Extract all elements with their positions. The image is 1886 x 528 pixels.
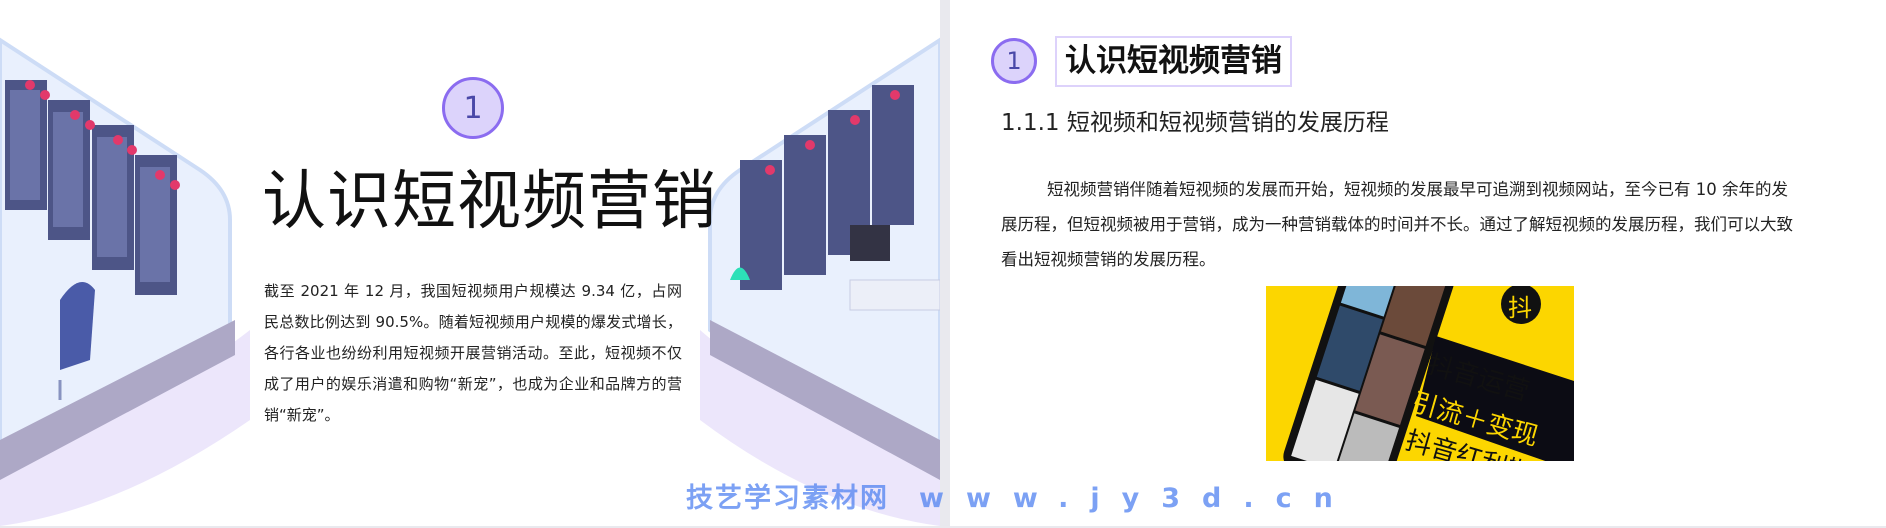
slide-1[interactable]: 1 认识短视频营销 截至 2021 年 12 月，我国短视频用户规模达 9.34… <box>0 0 940 526</box>
watermark-url: www.jy3d.cn <box>919 483 1355 514</box>
section-number-badge: 1 <box>991 38 1037 84</box>
server-room-illustration-right <box>700 37 940 526</box>
body-paragraph: 短视频营销伴随着短视频的发展而开始，短视频的发展最早可追溯到视频网站，至今已有 … <box>1001 180 1793 269</box>
subsection-heading: 1.1.1 短视频和短视频营销的发展历程 <box>1001 110 1389 136</box>
section-title: 认识短视频营销 <box>1055 36 1292 87</box>
douyin-logo-badge: 抖 <box>1508 294 1532 322</box>
douyin-promo-image: 抖 抖音运营 引流＋变现 抖音红利期 <box>1266 286 1574 461</box>
watermark-name: 技艺学习素材网 <box>686 483 889 514</box>
intro-paragraph: 截至 2021 年 12 月，我国短视频用户规模达 9.34 亿，占网民总数比例… <box>264 282 682 424</box>
slide-title: 认识短视频营销 <box>262 165 717 239</box>
watermark: 技艺学习素材网 www.jy3d.cn <box>686 476 1355 515</box>
server-room-illustration-left <box>0 37 250 526</box>
section-number-badge: 1 <box>442 77 504 139</box>
